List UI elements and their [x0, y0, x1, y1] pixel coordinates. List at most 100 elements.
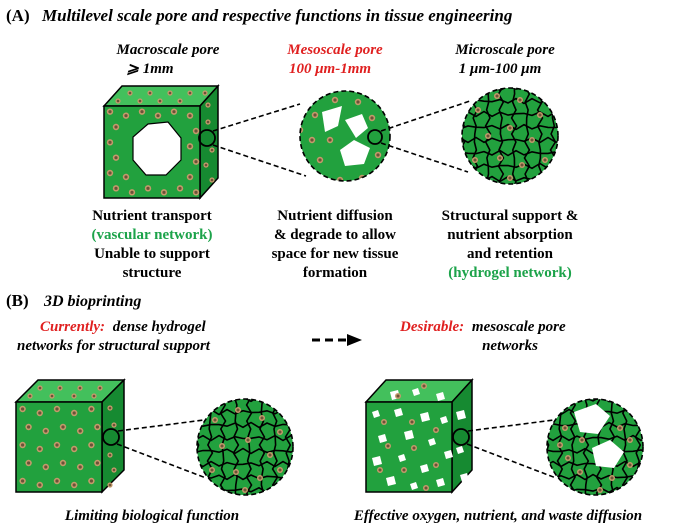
cell — [111, 422, 117, 428]
cube-pore — [394, 408, 403, 417]
cell-nucleus — [316, 176, 320, 180]
description-line: formation — [303, 265, 368, 281]
cell — [579, 437, 585, 443]
cell-nucleus — [476, 108, 480, 112]
cell — [122, 173, 130, 181]
cell-nucleus — [618, 426, 622, 430]
cell-nucleus — [538, 113, 542, 117]
cell-nucleus — [89, 479, 93, 483]
description-line: Nutrient transport — [92, 208, 212, 224]
cell-nucleus — [21, 407, 25, 411]
cell — [147, 90, 153, 96]
cell — [627, 437, 633, 443]
cell-nucleus — [210, 178, 214, 182]
cell-nucleus — [610, 476, 614, 480]
cube-pore — [436, 478, 445, 487]
cell — [176, 185, 184, 192]
cell — [42, 463, 49, 471]
cube-pore — [428, 438, 436, 446]
cell — [485, 133, 491, 139]
cell-nucleus — [356, 100, 360, 104]
cell-nucleus — [61, 461, 65, 465]
cell — [494, 93, 500, 99]
cell-nucleus — [92, 394, 96, 398]
cell-nucleus — [278, 430, 282, 434]
mesh-fiber — [523, 88, 531, 184]
cube-pore — [460, 473, 469, 482]
cell-nucleus — [114, 186, 118, 190]
mesh-fiber — [187, 384, 299, 389]
mesh-fiber — [197, 447, 293, 455]
zoom-line-4 — [380, 142, 469, 173]
cell-nucleus — [162, 190, 166, 194]
cell — [409, 419, 415, 425]
cell — [77, 385, 83, 391]
mesh-fiber — [197, 434, 293, 442]
cell-nucleus — [220, 444, 224, 448]
cell-nucleus — [520, 163, 524, 167]
cell-nucleus — [55, 443, 59, 447]
cell — [154, 112, 162, 119]
porous-cube-front — [365, 401, 453, 493]
cube-pore — [456, 446, 464, 454]
cell-nucleus — [148, 91, 152, 95]
panel-a-title: Multilevel scale pore and respective fun… — [41, 6, 513, 25]
cell-nucleus — [38, 447, 42, 451]
cell — [53, 477, 61, 485]
cell — [411, 445, 417, 451]
cell-nucleus — [112, 468, 116, 472]
description-line: Nutrient diffusion — [277, 208, 393, 224]
cell-nucleus — [258, 476, 262, 480]
cell — [19, 405, 26, 413]
cell-nucleus — [236, 408, 240, 412]
cube-pore — [378, 434, 387, 443]
cell-nucleus — [203, 91, 207, 95]
cell — [71, 481, 78, 489]
cell-nucleus — [27, 461, 31, 465]
cell-nucleus — [402, 468, 406, 472]
cell-nucleus — [108, 171, 112, 175]
cube-pore — [398, 454, 406, 462]
cube-pore — [404, 430, 414, 440]
porous-circle-pore-2 — [592, 440, 624, 468]
zoom-line-8 — [466, 443, 557, 479]
cell — [71, 445, 78, 453]
cell — [77, 427, 84, 435]
description-line: Unable to support — [94, 246, 210, 262]
cell — [542, 157, 548, 163]
cell — [235, 407, 241, 413]
cell — [202, 90, 208, 96]
dense-cube — [14, 378, 126, 494]
cell — [112, 154, 120, 161]
micro-size: 1 μm-100 μm — [459, 61, 542, 77]
cell-nucleus — [140, 110, 144, 114]
cell — [277, 467, 283, 473]
current-text-2: networks for structural support — [17, 338, 211, 354]
cell — [106, 169, 114, 177]
micro-heading: Microscale pore — [454, 42, 555, 58]
cell — [192, 127, 200, 135]
zoom-line-3 — [380, 100, 471, 132]
cell-nucleus — [158, 99, 162, 103]
panel-b-label: (B) — [6, 291, 29, 310]
cell-nucleus — [172, 110, 176, 114]
cell-nucleus — [370, 116, 374, 120]
meso-description: Nutrient diffusion& degrade to allowspac… — [272, 208, 399, 281]
cell-nucleus — [28, 394, 32, 398]
cell — [577, 469, 583, 475]
cell-nucleus — [108, 406, 112, 410]
cube-pore — [436, 392, 445, 401]
cell-nucleus — [178, 186, 182, 190]
cell — [203, 162, 209, 168]
cell-nucleus — [78, 465, 82, 469]
cell-nucleus — [188, 114, 192, 118]
cell-nucleus — [486, 134, 490, 138]
mesh-fiber — [299, 389, 304, 501]
mesh-fiber — [484, 88, 492, 184]
cell-nucleus — [498, 156, 502, 160]
zoom-line-2 — [212, 144, 307, 177]
cube-pore — [372, 410, 380, 418]
cell — [401, 467, 407, 473]
